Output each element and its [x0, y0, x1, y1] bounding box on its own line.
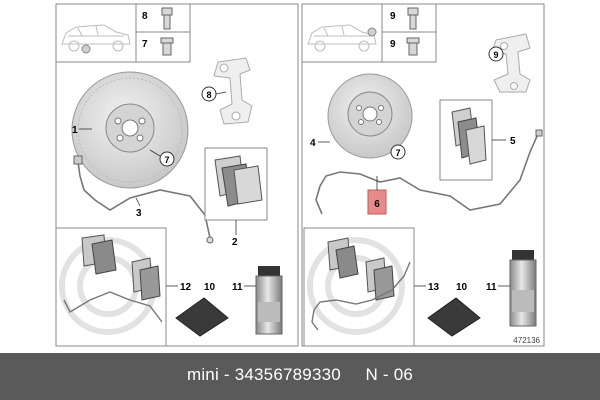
callout-11-label-right: 11: [486, 282, 497, 293]
sensor-plug: [73, 155, 83, 165]
callout-1-label: 1: [72, 125, 78, 136]
callout-9-circle: [488, 46, 504, 62]
callout-7-label-right: 7: [395, 148, 400, 158]
footer-caption: mini - 34356789330 N - 06: [0, 365, 600, 385]
kit-pads: [81, 234, 161, 301]
part-number: 34356789330: [234, 365, 341, 384]
caliper-carrier-right: [491, 33, 531, 93]
callout-9-label: 9: [493, 50, 498, 60]
callout-8-label: 8: [206, 90, 211, 100]
bolt-icon: [161, 7, 173, 30]
callout-3-label: 3: [136, 208, 142, 219]
right-kit-box: [303, 227, 415, 347]
callout-2-label: 2: [232, 237, 238, 248]
paste-pack: [175, 297, 229, 337]
callout-10-label-right: 10: [456, 282, 468, 293]
caliper-carrier: [213, 57, 253, 125]
callout-7-circle: [159, 151, 175, 167]
kit-pads-right: [327, 237, 395, 301]
callout-4-label: 4: [310, 138, 316, 149]
car-wheel-marker: [81, 44, 91, 54]
footer-bar: [0, 353, 600, 400]
left-car-inset: [55, 3, 137, 63]
callout-9-inset-b: 9: [390, 39, 396, 50]
guide-pin-icon-right: [406, 37, 420, 56]
callout-12-label: 12: [180, 282, 192, 293]
callout-6-label: 6: [374, 199, 380, 210]
rear-brake-pads: [451, 107, 487, 165]
callout-9-inset-a: 9: [390, 11, 396, 22]
guide-pin-icon: [160, 37, 174, 56]
page-code: N - 06: [365, 365, 414, 384]
parts-diagram: 8 7 8 1 7 3 2: [55, 3, 545, 347]
spray-can: [255, 266, 283, 335]
callout-7-circle-right: [390, 144, 406, 160]
rear-wear-sensor-wire: [319, 133, 539, 211]
wear-sensor-wire: [77, 161, 211, 239]
spray-can-right: [509, 250, 537, 327]
callout-8-inset: 8: [142, 11, 148, 22]
rear-brake-disc: [327, 73, 413, 159]
callout-7-label: 7: [164, 155, 169, 165]
callout-13-label: 13: [428, 282, 440, 293]
figure-number: 472136: [513, 336, 540, 345]
callout-5-label: 5: [510, 136, 516, 147]
caption-separator: -: [223, 365, 230, 384]
callout-10-label: 10: [204, 282, 216, 293]
brake-pads: [214, 155, 263, 207]
kit-sensor-wire: [63, 291, 163, 323]
car-icon-right: [307, 24, 377, 52]
sensor-tip: [206, 236, 214, 244]
paste-pack-right: [427, 297, 481, 337]
callout-11-label: 11: [232, 282, 243, 293]
car-icon: [61, 24, 131, 52]
car-wheel-marker-right: [367, 27, 377, 37]
kit-sensor-wire-right: [313, 261, 411, 311]
brand-name: mini: [186, 365, 219, 384]
brake-disc: [71, 71, 189, 189]
callout-7-inset: 7: [142, 39, 148, 50]
bolt-icon-right: [407, 7, 419, 30]
